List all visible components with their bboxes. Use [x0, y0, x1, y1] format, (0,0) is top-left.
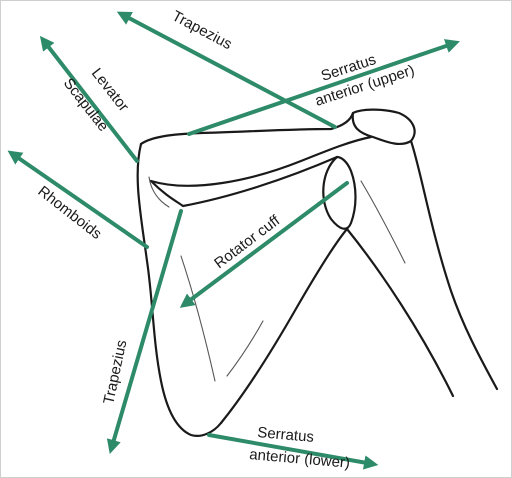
- humerus-detail: [360, 180, 406, 264]
- label-rotator-cuff: Rotator cuff: [211, 212, 284, 273]
- arrow-levator-scapulae: [39, 35, 139, 163]
- arrow-trapezius-upper: [116, 11, 337, 129]
- label-serratus-lower-line2: anterior (lower): [249, 446, 351, 472]
- scapula-detail-3: [148, 176, 170, 208]
- arrow-rotator-cuff: [179, 181, 349, 308]
- arrow-serratus-anterior-upper: [187, 39, 460, 136]
- scapula-detail-2: [226, 320, 264, 377]
- scapula-medial-border: [136, 142, 223, 437]
- scapula-lateral-border: [219, 227, 349, 425]
- humeral-head: [322, 155, 357, 230]
- arrows: [7, 11, 460, 470]
- scapular-spine: [149, 135, 373, 187]
- arrow-rhomboids: [7, 150, 149, 249]
- humerus-medial-edge: [345, 227, 455, 398]
- scapula-detail-1: [180, 255, 216, 382]
- label-serratus-lower-line1: Serratus: [257, 424, 315, 446]
- arrow-trapezius-lower: [106, 209, 183, 455]
- scapula-superior-border: [139, 111, 355, 146]
- scapula-outline: [136, 108, 499, 437]
- arrow-serratus-anterior-lower: [207, 433, 379, 470]
- scapular-spine-lower-edge: [149, 155, 339, 208]
- humerus-lateral-edge: [409, 139, 499, 391]
